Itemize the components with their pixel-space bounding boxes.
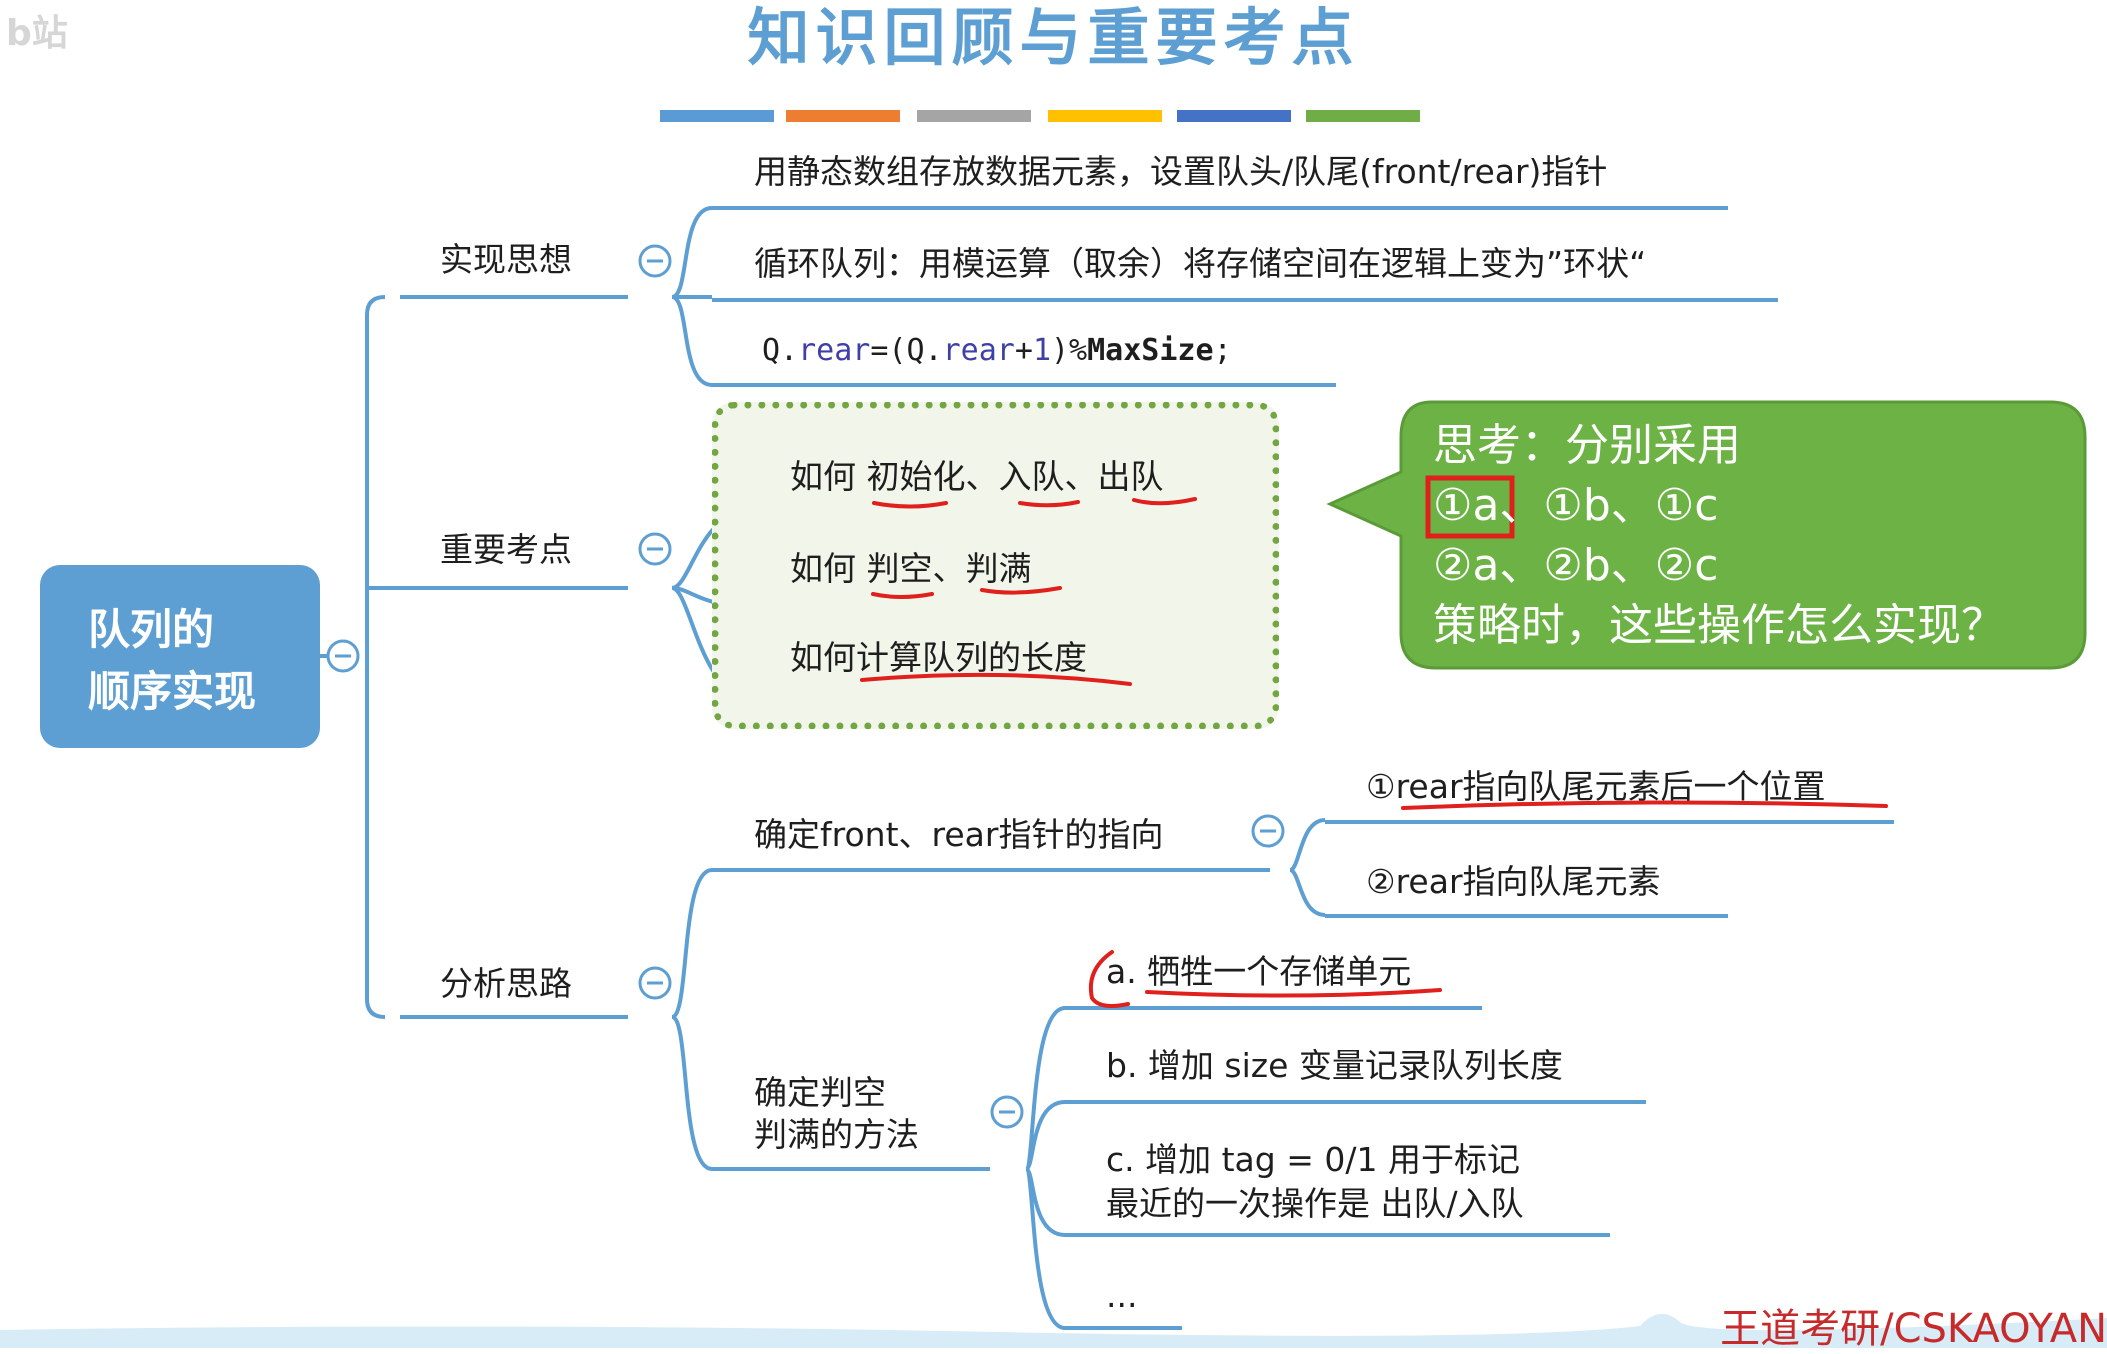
implement-code-line[interactable]: Q.rear=(Q.rear+1)%MaxSize; (762, 331, 1232, 371)
code-token: 1 (1032, 333, 1051, 368)
code-token: ; (1213, 333, 1232, 368)
collapse-toggle-emptyfull[interactable] (990, 1095, 1024, 1129)
keypoint-item-2[interactable]: 如何 判空、判满 (790, 549, 1032, 588)
emptyfull-option-b[interactable]: b. 增加 size 变量记录队列长度 (1106, 1046, 1563, 1085)
watermark-logo: b站 (6, 13, 68, 54)
main-trunk (365, 295, 400, 1019)
code-token: =(Q. (870, 333, 943, 368)
branch-keypoints-label[interactable]: 重要考点 (440, 530, 572, 569)
analysis-emptyfull-label[interactable]: 确定判空 判满的方法 (754, 1072, 919, 1156)
emptyfull-label-line2: 判满的方法 (754, 1115, 919, 1154)
pointer-option-1[interactable]: ①rear指向队尾元素后一个位置 (1366, 767, 1826, 806)
callout-highlight-box (1425, 475, 1515, 539)
collapse-toggle-pointer[interactable] (1251, 814, 1285, 848)
annotation-underline (872, 501, 948, 509)
code-token: MaxSize (1087, 333, 1214, 368)
branch-analysis-label[interactable]: 分析思路 (440, 964, 572, 1003)
implement-links (671, 206, 713, 387)
color-bar-1 (660, 110, 774, 122)
callout-line1: 思考：分别采用 (1433, 420, 1741, 471)
code-token: + (1014, 333, 1033, 368)
annotation-underline (1145, 988, 1442, 998)
analysis-pointer-label[interactable]: 确定front、rear指针的指向 (754, 815, 1164, 854)
color-bar-6 (1306, 110, 1420, 122)
option-c-line1: c. 增加 tag = 0/1 用于标记 (1106, 1140, 1520, 1179)
emptyfull-label-line1: 确定判空 (754, 1073, 886, 1112)
page-title: 知识回顾与重要考点 (747, 1, 1360, 74)
annotation-underline (871, 592, 934, 599)
annotation-underline (1132, 497, 1197, 506)
color-bar-4 (1048, 110, 1162, 122)
annotation-circle (1089, 950, 1130, 1008)
root-node[interactable]: 队列的 顺序实现 (40, 565, 320, 748)
wave-shape (0, 1313, 2107, 1348)
root-label-line1: 队列的 (88, 605, 215, 654)
annotation-underline (1401, 800, 1888, 810)
callout-text: 思考：分别采用 ①a、①b、①c ②a、②b、②c 策略时，这些操作怎么实现？ (1433, 416, 2053, 656)
callout-line2: ①a、①b、①c (1433, 480, 1719, 531)
callout-line4: 策略时，这些操作怎么实现？ (1433, 600, 2005, 651)
implement-item-1[interactable]: 用静态数组存放数据元素，设置队头/队尾(front/rear)指针 (754, 152, 1608, 191)
code-token: rear (942, 333, 1015, 368)
pointer-links (1240, 818, 1326, 917)
footer-brand: 王道考研/CSKAOYAN (1720, 1306, 2107, 1352)
keypoints-highlight-frame (712, 402, 1279, 729)
color-bar-3 (917, 110, 1031, 122)
collapse-toggle-analysis[interactable] (638, 966, 672, 1000)
analysis-links (671, 868, 713, 1171)
keypoint-item-3[interactable]: 如何计算队列的长度 (790, 638, 1087, 677)
code-token: )% (1051, 333, 1088, 368)
pointer-option-2[interactable]: ②rear指向队尾元素 (1366, 862, 1661, 901)
callout-shape (1326, 400, 2087, 670)
keypoint-item-1[interactable]: 如何 初始化、入队、出队 (790, 457, 1164, 496)
callout-line3: ②a、②b、②c (1433, 540, 1719, 591)
option-c-line2: 最近的一次操作是 出队/入队 (1106, 1184, 1524, 1223)
title-color-bar (660, 110, 1420, 122)
annotation-underline (1018, 500, 1080, 508)
emptyfull-links (980, 1006, 1066, 1330)
implement-item-2[interactable]: 循环队列：用模运算（取余）将存储空间在逻辑上变为”环状“ (754, 244, 1647, 283)
color-bar-5 (1177, 110, 1291, 122)
collapse-toggle-keypoints[interactable] (638, 532, 672, 566)
annotation-underline (980, 586, 1062, 595)
collapse-toggle-implement[interactable] (638, 244, 672, 278)
annotation-underline (860, 672, 1132, 686)
root-label-line2: 顺序实现 (88, 667, 257, 716)
branch-implement-label[interactable]: 实现思想 (440, 240, 572, 279)
code-token: rear (798, 333, 871, 368)
collapse-toggle-root[interactable] (326, 639, 360, 673)
emptyfull-option-a[interactable]: a. 牺牲一个存储单元 (1106, 952, 1412, 991)
code-token: Q. (762, 333, 799, 368)
emptyfull-option-c[interactable]: c. 增加 tag = 0/1 用于标记 最近的一次操作是 出队/入队 (1106, 1138, 1524, 1226)
emptyfull-option-more[interactable]: ... (1106, 1276, 1138, 1315)
color-bar-2 (786, 110, 900, 122)
